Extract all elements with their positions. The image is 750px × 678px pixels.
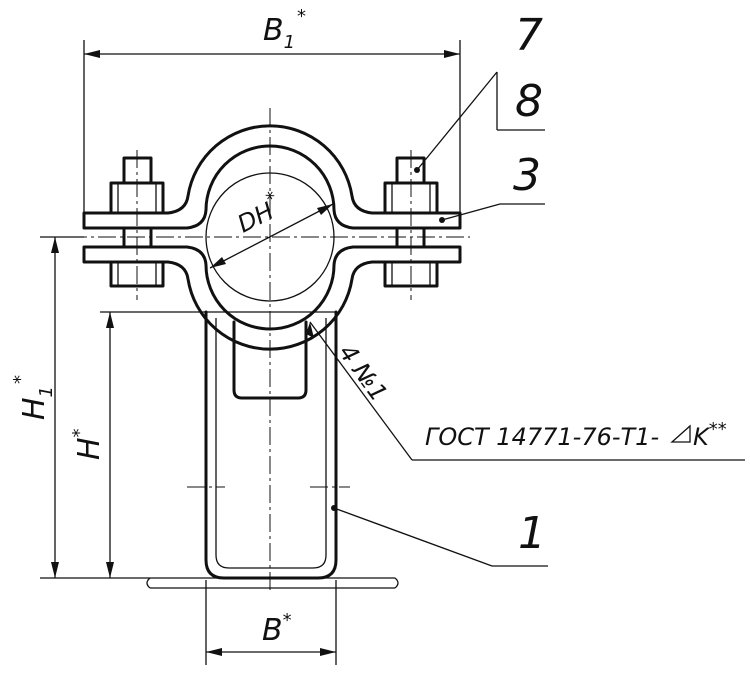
base-surface (146, 577, 399, 589)
standard-reference-label: ГОСТ 14771-76-Т1- (425, 423, 659, 451)
weld-size-label: 4 №1 (333, 339, 393, 407)
weld-leg-label: K** (693, 419, 727, 451)
dimension-diameter: DH* (209, 187, 334, 269)
pipe-outline (205, 172, 335, 302)
left-bolt (109, 156, 165, 288)
dimension-b: B* (205, 580, 337, 665)
dimension-b-label: B* (262, 610, 292, 648)
dimension-h: H* (69, 311, 206, 578)
weld-triangle-icon (670, 424, 691, 443)
dimension-b1-label: B1* (263, 6, 306, 53)
part-number-7: 7 (515, 10, 543, 61)
callout-3: 3 (439, 150, 545, 223)
dimension-b1: B1* (83, 6, 461, 213)
dimension-h1: H1* (10, 236, 150, 579)
right-bolt (383, 156, 439, 288)
dimension-h-label: H* (69, 428, 107, 460)
part-number-1: 1 (518, 508, 546, 559)
weld-callout: 4 №1 ГОСТ 14771-76-Т1- K** (306, 321, 745, 461)
u-support (204, 310, 338, 580)
dimension-h1-label: H1* (10, 375, 57, 420)
callout-7: 7 8 (414, 10, 545, 173)
callout-1: 1 (331, 505, 548, 567)
dimension-diameter-label: DH* (230, 187, 286, 238)
part-number-3: 3 (513, 150, 541, 201)
part-number-8: 8 (515, 76, 543, 127)
